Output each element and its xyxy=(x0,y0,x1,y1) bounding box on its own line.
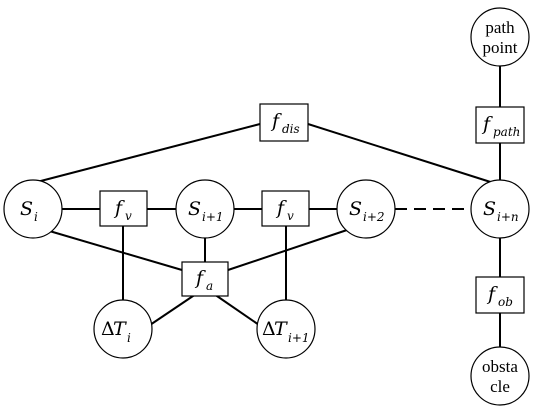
node-path-point-line1: path xyxy=(485,18,515,37)
node-delta-t-i-delta: Δ xyxy=(101,318,115,340)
node-s-in-sub: i+n xyxy=(497,210,519,224)
factor-f-ob-sub: ob xyxy=(498,295,513,309)
node-s-i1: S i+1 xyxy=(175,179,235,239)
factor-f-ob-base: f xyxy=(486,283,498,305)
edge-si-fdis xyxy=(32,123,261,184)
node-delta-t-i1-delta: Δ xyxy=(262,318,276,340)
factor-f-a-base: f xyxy=(194,267,206,289)
factor-f-dis: f dis xyxy=(259,103,309,142)
node-obstacle: obsta cle xyxy=(470,346,530,406)
edge-fa-dti1 xyxy=(213,293,263,328)
factor-f-dis-sub: dis xyxy=(282,122,300,136)
node-s-i1-base: S xyxy=(188,198,201,220)
edge-si2-fa xyxy=(227,228,351,271)
factor-f-a: f a xyxy=(181,261,229,297)
factor-f-ob: f ob xyxy=(475,276,525,314)
node-obstacle-line1: obsta xyxy=(482,357,518,376)
node-path-point: path point xyxy=(470,7,530,67)
node-delta-t-i-base: T xyxy=(113,318,127,340)
factor-f-v-right-base: f xyxy=(275,197,287,219)
edge-si-fa xyxy=(45,229,183,271)
node-delta-t-i1-sub: i+1 xyxy=(288,331,310,345)
node-delta-t-i: Δ T i xyxy=(93,299,153,359)
factor-f-v-left-base: f xyxy=(113,197,125,219)
node-delta-t-i1: Δ T i+1 xyxy=(256,299,316,359)
node-s-i1-sub: i+1 xyxy=(202,210,224,224)
node-s-i2: S i+2 xyxy=(336,179,396,239)
factor-f-path-sub: path xyxy=(493,125,520,139)
node-s-i: S i xyxy=(3,179,63,239)
factor-f-v-right-sub: v xyxy=(287,209,294,223)
factor-f-path-base: f xyxy=(481,113,493,135)
factor-f-path: f path xyxy=(475,106,525,144)
node-s-in: S i+n xyxy=(470,179,530,239)
edge-fdis-sin xyxy=(307,123,501,186)
node-delta-t-i1-base: T xyxy=(274,318,288,340)
node-obstacle-line2: cle xyxy=(490,377,510,396)
factor-f-dis-base: f xyxy=(270,110,282,132)
edge-fa-dti xyxy=(146,293,197,328)
edges xyxy=(32,65,501,350)
node-s-i2-base: S xyxy=(349,198,362,220)
node-s-i-sub: i xyxy=(34,210,38,224)
node-delta-t-i-sub: i xyxy=(127,331,131,345)
factor-f-v-left: f v xyxy=(99,190,148,227)
node-s-in-base: S xyxy=(483,198,496,220)
node-s-i2-sub: i+2 xyxy=(363,210,385,224)
factor-f-a-sub: a xyxy=(206,279,213,293)
node-path-point-line2: point xyxy=(483,38,518,57)
node-s-i-base: S xyxy=(20,198,33,220)
factor-f-v-right: f v xyxy=(261,190,310,227)
factor-f-v-left-sub: v xyxy=(125,209,132,223)
